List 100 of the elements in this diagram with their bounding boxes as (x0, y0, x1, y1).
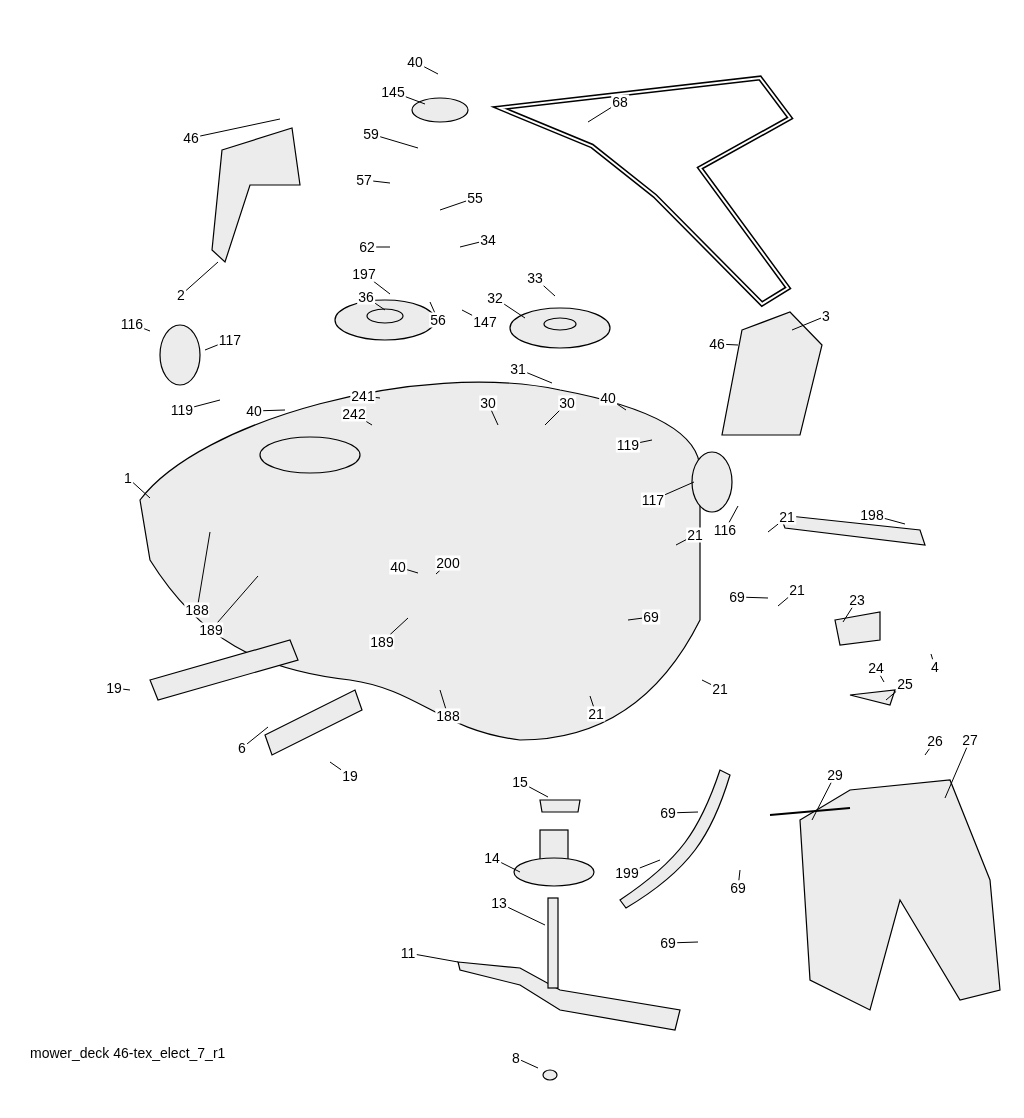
callout-number: 21 (711, 681, 729, 697)
leader-line (944, 747, 968, 799)
callout-number: 4 (930, 659, 940, 675)
callout-number: 27 (961, 732, 979, 748)
leader-line (842, 607, 853, 623)
leader-line (676, 811, 699, 814)
callout-number: 25 (896, 676, 914, 692)
leader-line (375, 246, 391, 248)
callout-number: 2 (176, 287, 186, 303)
callout-number: 189 (369, 634, 395, 650)
leader-line (589, 695, 594, 707)
callout-number: 199 (614, 865, 640, 881)
leader-line (461, 309, 473, 316)
leader-line (365, 421, 373, 426)
callout-number: 69 (659, 805, 677, 821)
callout-number: 21 (587, 706, 605, 722)
leader-line (639, 439, 653, 443)
callout-number: 46 (182, 130, 200, 146)
leader-line (373, 281, 391, 295)
callout-number: 119 (169, 402, 195, 418)
callout-number: 242 (341, 406, 367, 422)
leader-line (132, 481, 151, 499)
callout-number: 188 (435, 708, 461, 724)
leader-line (204, 344, 219, 351)
leader-line (185, 261, 219, 292)
callout-number: 14 (483, 850, 501, 866)
leader-line (405, 96, 426, 105)
callout-number: 21 (686, 527, 704, 543)
leader-line (389, 617, 409, 635)
drawing-caption: mower_deck 46-tex_elect_7_r1 (30, 1045, 226, 1061)
leader-line (520, 1059, 539, 1069)
leader-line (507, 906, 546, 926)
leader-line (664, 481, 695, 496)
callout-number: 56 (429, 312, 447, 328)
leader-line (199, 118, 281, 137)
callout-number: 33 (526, 270, 544, 286)
leader-line (406, 569, 419, 574)
callout-number: 189 (198, 622, 224, 638)
callout-number: 24 (867, 660, 885, 676)
leader-line (587, 107, 612, 123)
leader-line (528, 786, 549, 798)
callout-number: 117 (640, 492, 666, 508)
callout-number: 19 (105, 680, 123, 696)
callout-number: 55 (466, 190, 484, 206)
callout-number: 29 (826, 767, 844, 783)
callout-number: 200 (435, 555, 461, 571)
callout-number: 21 (788, 582, 806, 598)
leader-line (676, 941, 699, 944)
callout-number: 198 (859, 507, 885, 523)
callout-number: 197 (351, 266, 377, 282)
callout-number: 188 (184, 602, 210, 618)
leader-line (197, 531, 211, 603)
callout-number: 46 (708, 336, 726, 352)
leader-line (429, 301, 436, 313)
callout-number: 40 (599, 390, 617, 406)
leader-line (379, 136, 419, 149)
leader-line (879, 675, 885, 683)
callout-number: 1 (123, 470, 133, 486)
leader-line (930, 653, 934, 660)
leader-line (374, 302, 386, 311)
callout-number: 116 (712, 522, 738, 538)
callout-number: 147 (472, 314, 498, 330)
callout-number: 34 (479, 232, 497, 248)
callout-number: 13 (490, 895, 508, 911)
leader-line (423, 66, 439, 75)
leader-line (262, 409, 286, 412)
callout-number: 62 (358, 239, 376, 255)
leader-line (738, 869, 741, 881)
callout-number: 15 (511, 774, 529, 790)
leader-line (459, 241, 480, 248)
leader-line (375, 397, 381, 399)
callout-number: 116 (119, 316, 145, 332)
leader-line (728, 505, 739, 523)
leader-line (544, 410, 560, 426)
leader-line (777, 596, 789, 607)
callout-number: 57 (355, 172, 373, 188)
callout-number: 19 (341, 768, 359, 784)
callout-number: 11 (399, 945, 417, 961)
leader-line (435, 570, 441, 575)
leader-line (542, 285, 556, 297)
callout-number: 145 (380, 84, 406, 100)
leader-line (217, 575, 259, 623)
callout-number: 30 (558, 395, 576, 411)
callout-number: 31 (509, 361, 527, 377)
callout-number: 3 (821, 308, 831, 324)
callout-number: 8 (511, 1050, 521, 1066)
leader-line (500, 861, 521, 873)
leader-line (246, 726, 269, 745)
callout-number: 32 (486, 290, 504, 306)
leader-line (884, 517, 906, 525)
callout-number: 23 (848, 592, 866, 608)
callout-number: 68 (611, 94, 629, 110)
leader-line (143, 328, 151, 332)
leader-line (885, 690, 897, 701)
callout-number: 59 (362, 126, 380, 142)
leader-line (526, 372, 553, 384)
leader-line (745, 596, 769, 599)
leader-line (791, 317, 822, 331)
callout-number: 69 (728, 589, 746, 605)
callout-number: 117 (217, 332, 243, 348)
